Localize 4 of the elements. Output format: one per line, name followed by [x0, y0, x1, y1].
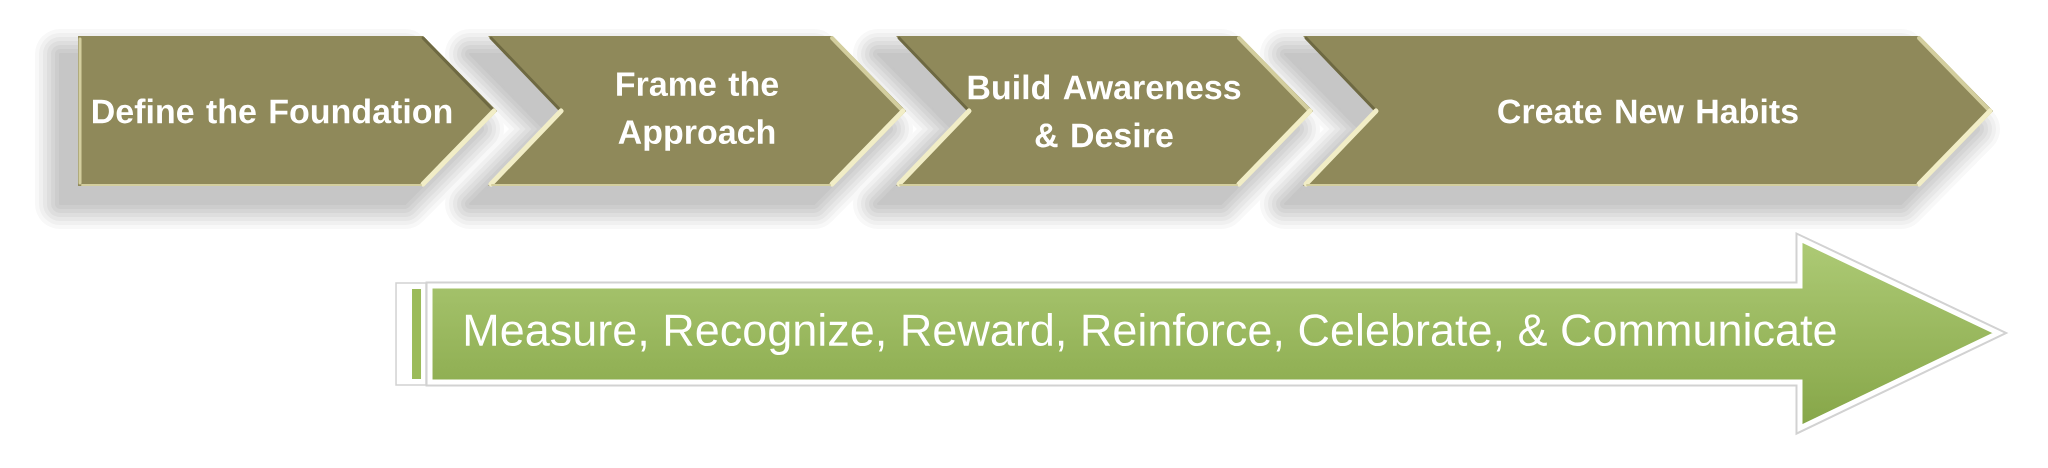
process-step: Frame the Approach: [488, 36, 906, 187]
process-step: Build Awareness & Desire: [896, 36, 1313, 187]
process-step: Create New Habits: [1303, 36, 1993, 187]
process-step: Define the Foundation: [78, 36, 497, 187]
